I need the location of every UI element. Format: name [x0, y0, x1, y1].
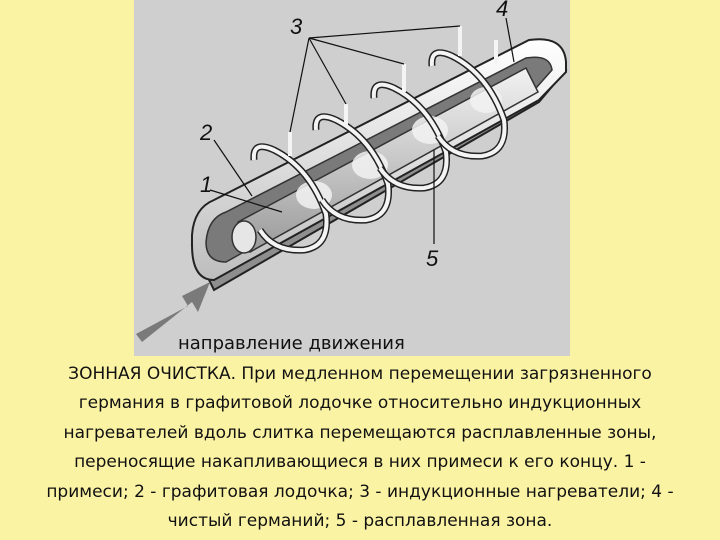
label-impurities: 1: [200, 172, 212, 197]
caption-line: переносящие накапливающиеся в них примес…: [74, 452, 646, 473]
label-heaters: 3: [290, 14, 303, 39]
caption-line: чистый германий; 5 - расплавленная зона.: [167, 511, 553, 532]
label-boat: 2: [199, 120, 212, 145]
label-molten-zone: 5: [426, 246, 439, 271]
zone-refining-figure: 3 4 2 1 5 направление движения: [134, 0, 570, 356]
induction-heater: [428, 26, 509, 160]
direction-label: направление движения: [178, 333, 405, 354]
caption-line: германия в графитовой лодочке относитель…: [78, 393, 642, 414]
induction-heater: [370, 64, 451, 192]
induction-heater: [250, 132, 331, 254]
direction-arrow: [136, 282, 210, 342]
induction-heaters: [250, 26, 509, 254]
caption-line: нагревателей вдоль слитка перемещаются р…: [63, 422, 657, 443]
zone-refining-diagram: 3 4 2 1 5 направление движения: [136, 0, 568, 354]
caption-line: ЗОННАЯ ОЧИСТКА. При медленном перемещени…: [68, 364, 652, 384]
caption-line: примеси; 2 - графитовая лодочка; 3 - инд…: [46, 481, 674, 502]
leader-lines: [209, 17, 515, 244]
caption: ЗОННАЯ ОЧИСТКА. При медленном перемещени…: [0, 360, 720, 536]
label-pure-germanium: 4: [496, 0, 508, 21]
induction-heater: [312, 104, 393, 224]
